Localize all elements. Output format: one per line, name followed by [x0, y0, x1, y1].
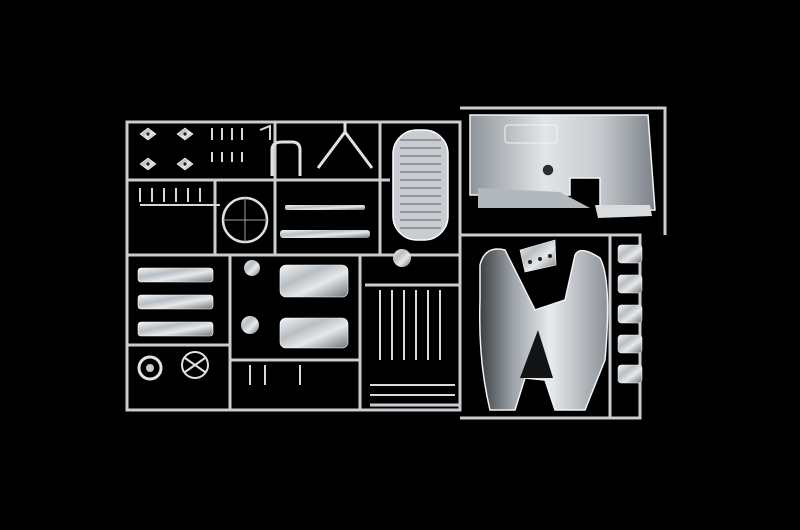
engine-parts — [137, 264, 349, 349]
small-bracket-part — [519, 239, 557, 273]
bracket-parts — [270, 122, 374, 176]
bar-parts — [280, 205, 370, 238]
right-side-parts — [617, 244, 643, 384]
radiator-grille — [392, 129, 449, 241]
rod-parts — [249, 290, 455, 396]
pin-parts — [139, 124, 271, 206]
clover-parts — [139, 127, 194, 171]
wheel-hub-parts — [137, 249, 411, 381]
fender-parts — [478, 248, 609, 411]
hood-panel — [469, 114, 656, 218]
ring-part — [221, 196, 269, 244]
sprue-frame — [125, 106, 667, 420]
